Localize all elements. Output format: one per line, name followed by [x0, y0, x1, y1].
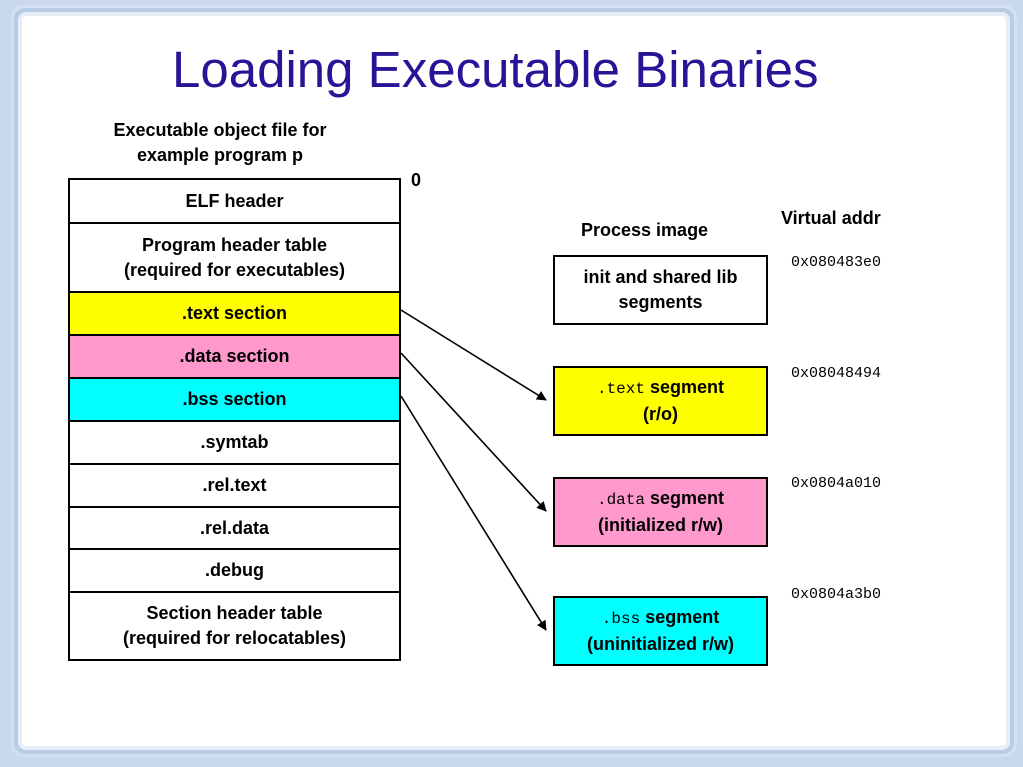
elf-row-label: .text section [181, 303, 288, 323]
segment-code-name: .bss [601, 610, 641, 628]
elf-object-file-table: ELF header Program header table (require… [68, 178, 401, 661]
elf-row-rel-text: .rel.text [70, 463, 399, 506]
arrow-text-mapping [400, 309, 547, 401]
segment-sublabel: (uninitialized r/w) [587, 634, 734, 654]
segment-word: segment [644, 377, 725, 397]
segment-label: init and shared lib [583, 267, 738, 287]
virtual-address-init: 0x080483e0 [791, 254, 882, 271]
segment-text: .text segment (r/o) [553, 366, 768, 436]
virtual-addr-caption: Virtual addr [781, 208, 881, 228]
elf-row-label: .rel.data [199, 517, 270, 538]
elf-row-text-section: .text section [70, 291, 399, 334]
segment-label: .data segment [597, 486, 724, 513]
segment-label: .text segment [597, 375, 724, 402]
elf-row-label: .data section [179, 346, 290, 366]
elf-row-label: .bss section [182, 389, 287, 409]
offset-zero-label: 0 [411, 170, 422, 190]
elf-row-rel-data: .rel.data [70, 506, 399, 548]
elf-row-data-section: .data section [70, 334, 399, 377]
elf-row-symtab: .symtab [70, 420, 399, 463]
segment-sublabel: (initialized r/w) [597, 515, 723, 535]
segment-sublabel: segments [618, 292, 703, 312]
elf-row-label: .symtab [200, 432, 269, 452]
segment-init-shared-lib: init and shared lib segments [553, 255, 768, 325]
segment-word: segment [644, 488, 725, 508]
elf-row-elf-header: ELF header [70, 180, 399, 222]
segment-bss: .bss segment (uninitialized r/w) [553, 596, 768, 666]
segment-sublabel: (r/o) [643, 404, 678, 424]
elf-row-sublabel: (required for relocatables) [122, 628, 347, 648]
object-file-caption-line-2: example program p [136, 145, 304, 165]
process-image-caption: Process image [581, 220, 709, 240]
arrow-data-mapping [400, 352, 547, 512]
virtual-address-data: 0x0804a010 [791, 475, 882, 492]
segment-word: segment [640, 607, 720, 627]
object-file-caption-line-1: Executable object file for [113, 120, 327, 140]
elf-row-label: .debug [205, 560, 264, 580]
elf-row-sublabel: (required for executables) [123, 259, 346, 280]
elf-row-label: ELF header [185, 190, 284, 211]
segment-data: .data segment (initialized r/w) [553, 477, 768, 547]
elf-row-section-header-table: Section header table (required for reloc… [70, 591, 399, 659]
virtual-address-bss: 0x0804a3b0 [791, 586, 882, 603]
object-file-caption: Executable object file for example progr… [70, 118, 370, 168]
elf-row-label: Section header table [146, 603, 323, 623]
arrow-bss-mapping [400, 395, 547, 631]
elf-row-label: Program header table [141, 234, 328, 255]
segment-code-name: .text [596, 380, 645, 398]
segment-code-name: .data [596, 491, 645, 509]
segment-label: .bss segment [602, 605, 719, 632]
slide-title: Loading Executable Binaries [172, 41, 819, 98]
elf-row-debug: .debug [70, 548, 399, 591]
elf-row-bss-section: .bss section [70, 377, 399, 420]
elf-row-program-header-table: Program header table (required for execu… [70, 222, 399, 291]
virtual-address-text: 0x08048494 [791, 365, 882, 382]
elf-row-label: .rel.text [202, 475, 267, 495]
